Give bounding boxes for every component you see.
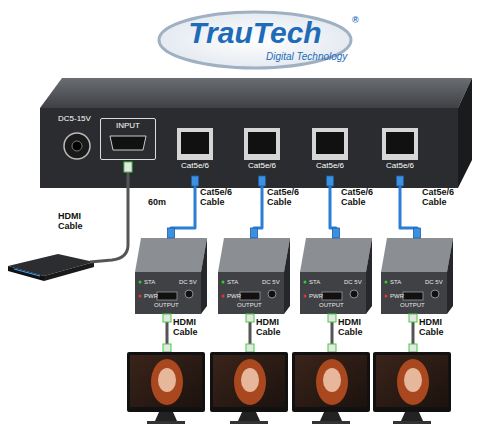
cable-label: HDMI Cable: [338, 318, 374, 338]
node-text: STA: [227, 279, 238, 286]
dc-jack: [64, 133, 90, 159]
rj45-port: [382, 128, 418, 160]
splitter-side: [458, 78, 472, 188]
tv-monitor: [373, 352, 451, 424]
cable-label: Cat5e/6 Cable: [341, 188, 385, 208]
receiver-body: [135, 238, 207, 314]
node-text: DC5-15V: [58, 115, 91, 124]
splitter-top: [40, 78, 472, 108]
registered-mark: ®: [352, 16, 359, 26]
node-text: Cat5e/6: [181, 162, 209, 171]
rj45-plug: [327, 176, 334, 186]
node-text: STA: [309, 279, 320, 286]
node-text: Cat5e/6: [316, 162, 344, 171]
cable-label: HDMI Cable: [58, 212, 102, 232]
node-text: OUTPUT: [237, 302, 262, 309]
receiver-body: [218, 238, 290, 314]
node-text: DC 5V: [344, 279, 362, 286]
logo-title: TrauTech: [188, 16, 321, 49]
rj45-socket: [386, 132, 414, 154]
hdmi-port: [110, 136, 146, 150]
node-text: STA: [390, 279, 401, 286]
rj45-plug: [168, 228, 175, 238]
tv-monitor: [210, 352, 288, 424]
receiver-box: STA PWR OUTPUT DC 5V: [300, 238, 372, 314]
rj45-port: [244, 128, 280, 160]
node-text: PWR: [227, 293, 241, 300]
hdmi-cable: [246, 314, 254, 352]
logo-subtitle: Digital Technology: [266, 51, 347, 62]
receiver-box: STA PWR OUTPUT DC 5V: [135, 238, 207, 314]
rj45-ports: [177, 128, 418, 160]
splitter-box: DC5-15V INPUT Cat5e/6 Cat5e/6 Cat5e/6 Cat5e/6: [40, 108, 458, 188]
cable-label: HDMI Cable: [419, 318, 455, 338]
receiver-box: STA PWR OUTPUT DC 5V: [218, 238, 290, 314]
rj45-port-box: Cat5e/6: [240, 126, 284, 176]
source-device-side: [44, 262, 94, 281]
rj45-plug: [414, 228, 421, 238]
cable-label: HDMI Cable: [173, 318, 209, 338]
rj45-port: [177, 128, 213, 160]
hdmi-cable: [409, 314, 417, 352]
node-text: PWR: [144, 293, 158, 300]
receiver-body: [381, 238, 453, 314]
cable-label: Cat5e/6 Cable: [422, 188, 466, 208]
hdmi-plug: [124, 162, 132, 172]
input-port-box: INPUT: [100, 118, 156, 160]
dc-jack-pin: [72, 141, 82, 151]
node-text: DC 5V: [262, 279, 280, 286]
rj45-socket: [181, 132, 209, 154]
rj45-plug: [397, 176, 404, 186]
device-light: [14, 269, 40, 276]
rj45-port-box: Cat5e/6: [378, 126, 422, 176]
rj45-socket: [316, 132, 344, 154]
rj45-port: [312, 128, 348, 160]
rj45-plug: [259, 176, 266, 186]
splitter-front: [40, 108, 458, 188]
rj45-port-box: Cat5e/6: [173, 126, 217, 176]
rj45-plug: [251, 228, 258, 238]
node-text: STA: [144, 279, 155, 286]
node-text: OUTPUT: [400, 302, 425, 309]
receiver-body: [300, 238, 372, 314]
logo-ellipse: [159, 12, 351, 68]
cable-label: Cat5e/6 Cable: [267, 188, 311, 208]
length-label: 60m: [148, 198, 166, 208]
node-text: DC 5V: [179, 279, 197, 286]
rj45-plug: [333, 228, 340, 238]
rj45-port-box: Cat5e/6: [308, 126, 352, 176]
node-text: DC 5V: [425, 279, 443, 286]
hdmi-cable: [90, 162, 128, 262]
rj45-socket: [248, 132, 276, 154]
receiver-box: STA PWR OUTPUT DC 5V: [381, 238, 453, 314]
node-text: INPUT: [116, 122, 140, 131]
cable-label: HDMI Cable: [256, 318, 292, 338]
node-text: OUTPUT: [319, 302, 344, 309]
tv-monitor: [127, 352, 205, 424]
node-text: PWR: [390, 293, 404, 300]
hdmi-cable: [328, 314, 336, 352]
tv-monitor: [292, 352, 370, 424]
node-text: PWR: [309, 293, 323, 300]
hdmi-cable: [163, 314, 171, 352]
source-device-front: [8, 266, 44, 281]
node-text: Cat5e/6: [248, 162, 276, 171]
node-text: OUTPUT: [154, 302, 179, 309]
node-text: Cat5e/6: [386, 162, 414, 171]
cable-label: Cat5e/6 Cable: [200, 188, 244, 208]
rj45-plug: [192, 176, 199, 186]
